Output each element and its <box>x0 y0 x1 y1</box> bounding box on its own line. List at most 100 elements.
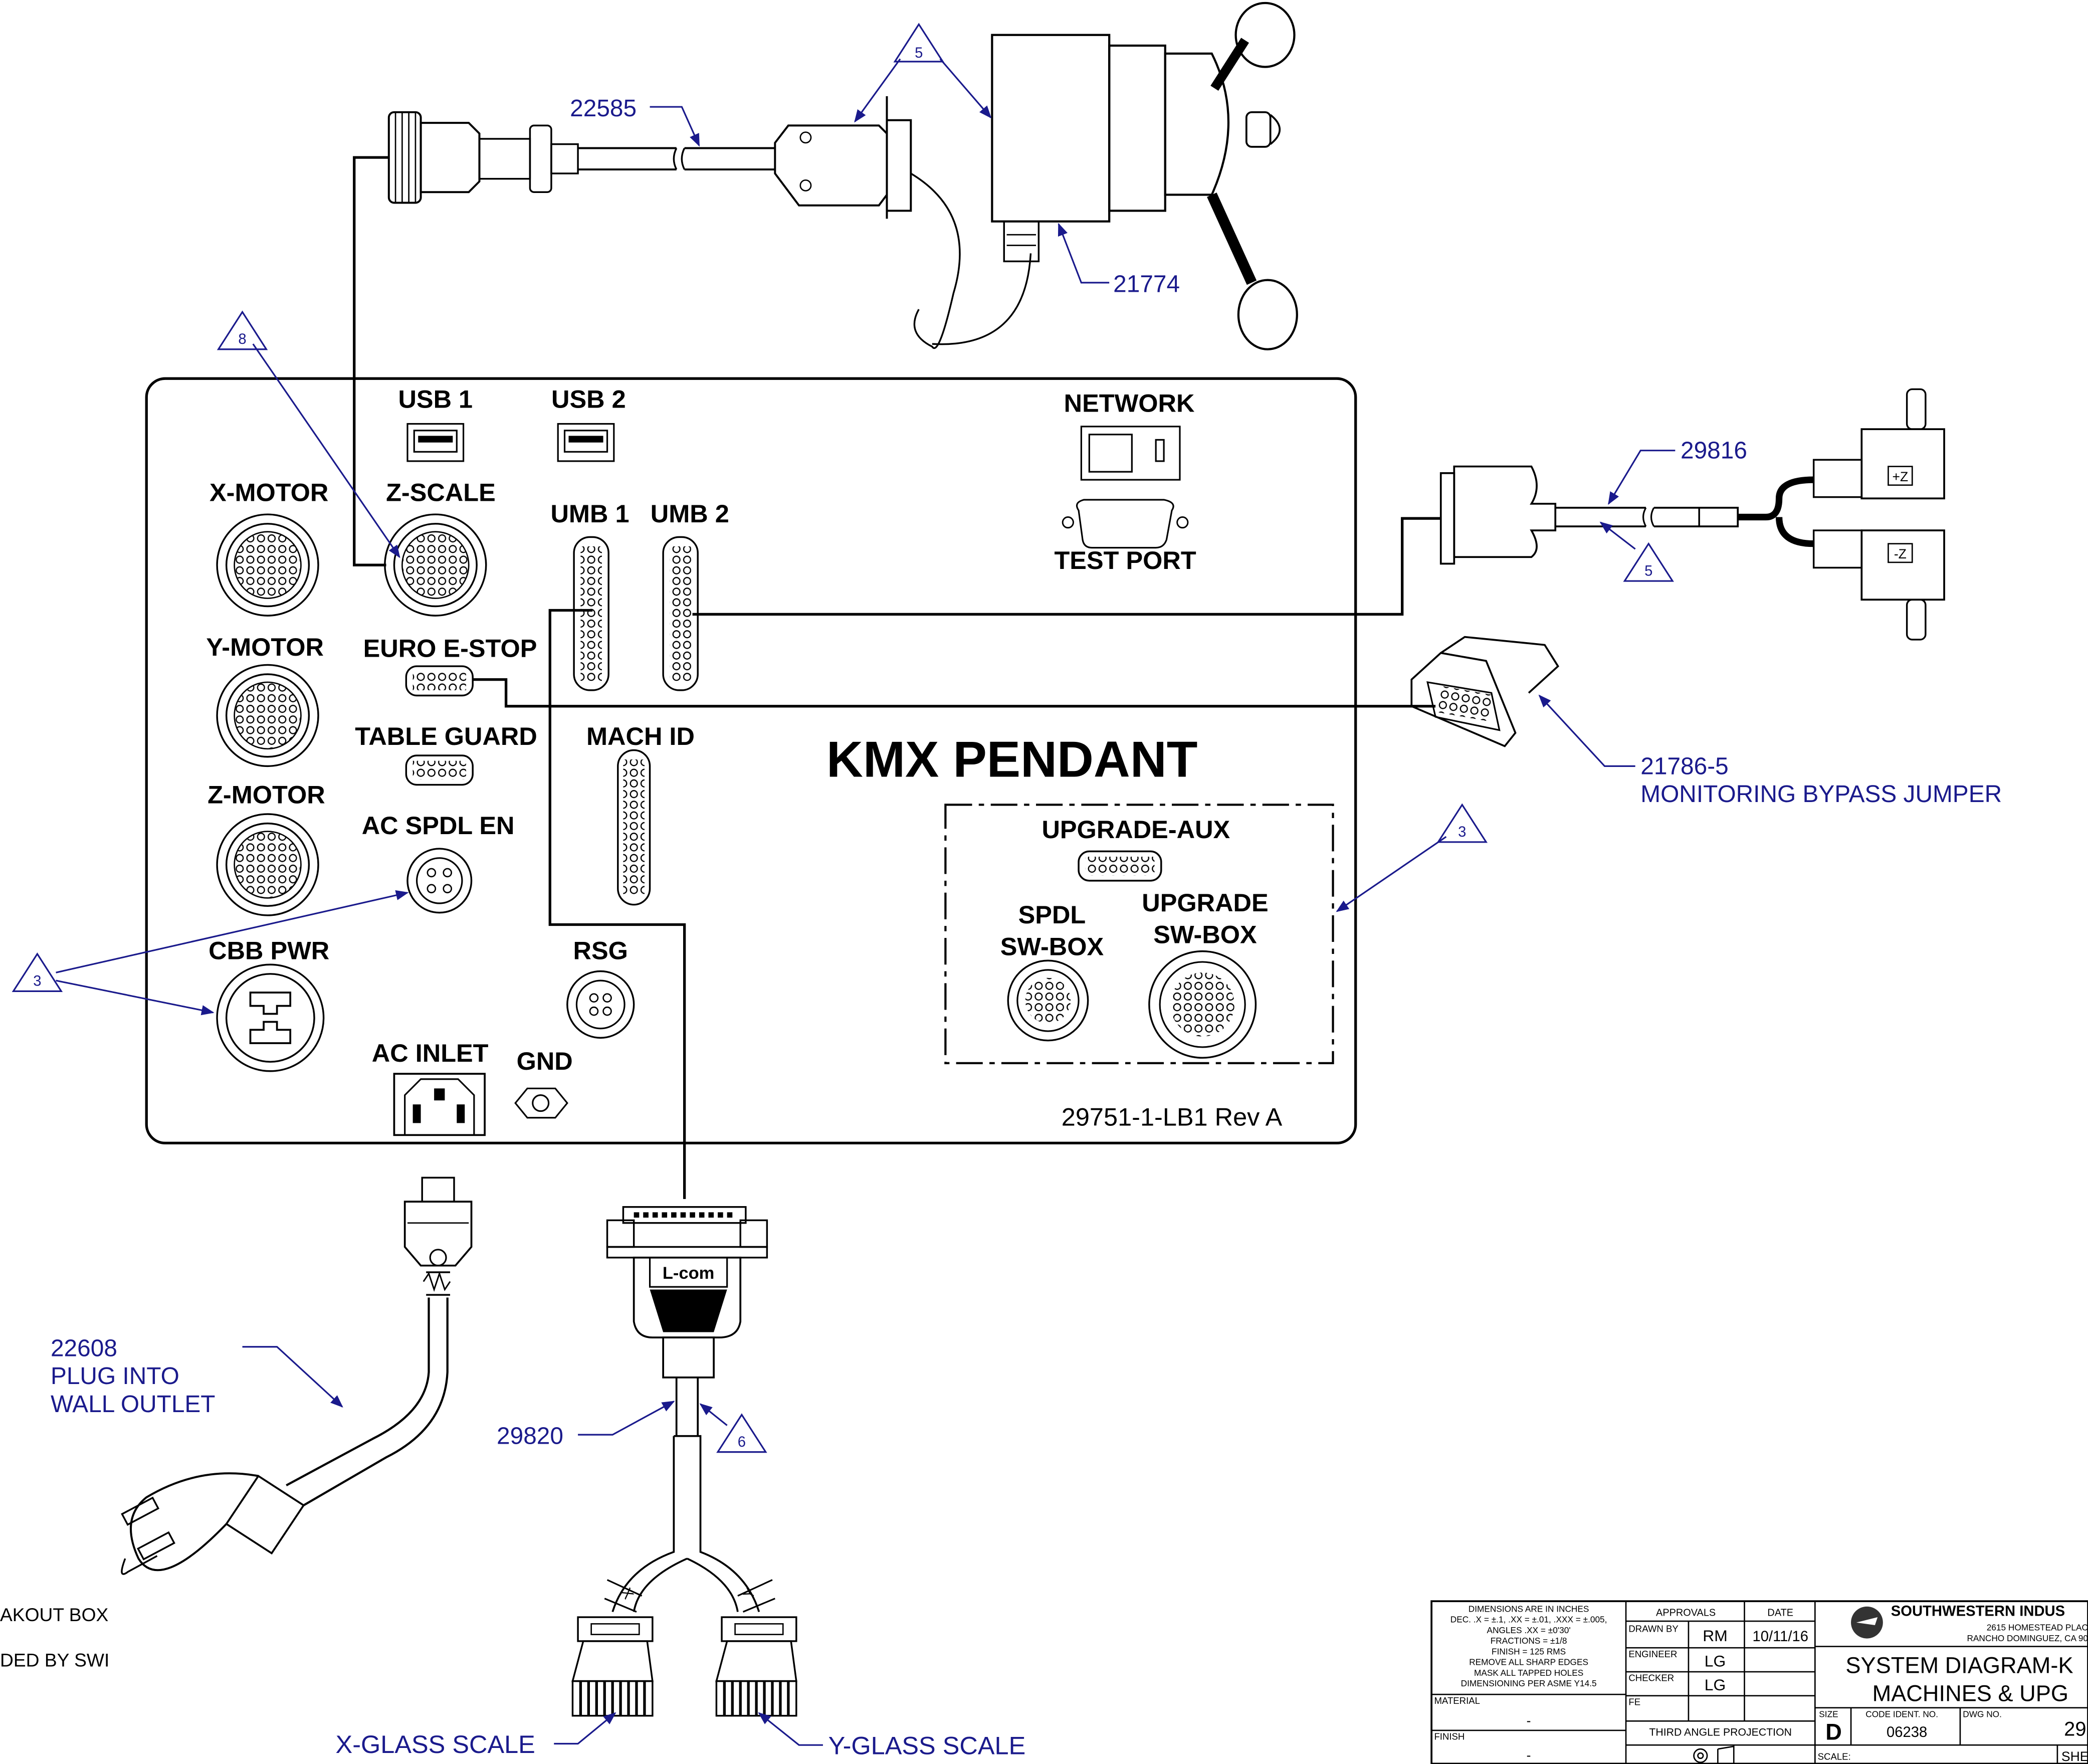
usb1-label: USB 1 <box>398 385 473 414</box>
umb1-connector[interactable]: UMB 1 <box>550 499 630 691</box>
plus-z-label: +Z <box>1893 469 1909 484</box>
drawing-title-1: SYSTEM DIAGRAM-K <box>1845 1653 2073 1678</box>
tol-5: FINISH = 125 RMS <box>1492 1646 1566 1656</box>
company-logo-icon <box>1851 1606 1883 1639</box>
rsg-connector[interactable]: RSG <box>566 936 635 1039</box>
handwheel-pendant-21774: 21774 <box>991 2 1298 350</box>
mach-id-connector[interactable]: MACH ID <box>586 722 695 906</box>
pendant-cable-22585: 22585 <box>387 95 1032 349</box>
size-label: SIZE <box>1819 1709 1838 1719</box>
sheet-label: SHE <box>2061 1749 2088 1764</box>
bypass-jumper-21786-5: 21786-5 MONITORING BYPASS JUMPER <box>1410 636 2002 808</box>
z-scale-label: Z-SCALE <box>386 478 496 507</box>
umb1-label: UMB 1 <box>550 499 629 528</box>
x-motor-connector[interactable]: X-MOTOR <box>210 478 328 617</box>
callout-29820: 29820 <box>497 1423 563 1450</box>
usb1-port[interactable]: USB 1 <box>398 385 473 462</box>
euro-estop-label: EURO E-STOP <box>363 634 537 662</box>
approvals-header: APPROVALS <box>1656 1607 1716 1618</box>
ac-spdl-en-connector[interactable]: AC SPDL EN <box>362 811 515 914</box>
checker-value: LG <box>1705 1676 1726 1694</box>
company-name: SOUTHWESTERN INDUS <box>1891 1603 2065 1619</box>
ac-inlet-label: AC INLET <box>372 1039 489 1067</box>
callout-y-glass-scale: Y-GLASS SCALE <box>828 1731 1026 1760</box>
tol-1: DIMENSIONS ARE IN INCHES <box>1469 1604 1589 1614</box>
cable-lines <box>353 156 1441 1199</box>
flag-5-right: 5 <box>1599 521 1674 582</box>
upgrade-swbox-connector[interactable] <box>1148 950 1257 1059</box>
table-guard-connector[interactable]: TABLE GUARD <box>355 722 537 786</box>
upgrade-aux-connector[interactable] <box>1078 850 1162 882</box>
test-port[interactable]: TEST PORT <box>1054 499 1196 574</box>
z-motor-label: Z-MOTOR <box>207 780 325 809</box>
callout-wall-outlet: WALL OUTLET <box>51 1391 216 1418</box>
y-motor-connector[interactable]: Y-MOTOR <box>206 633 324 767</box>
network-port[interactable]: NETWORK <box>1064 389 1195 481</box>
tol-8: DIMENSIONING PER ASME Y14.5 <box>1461 1678 1597 1688</box>
cbb-pwr-connector[interactable]: CBB PWR <box>208 936 329 1072</box>
engineer-label: ENGINEER <box>1628 1649 1677 1659</box>
flag-3-right: 3 <box>1336 803 1488 912</box>
gnd-terminal[interactable]: GND <box>514 1047 573 1119</box>
date-value: 10/11/16 <box>1752 1629 1808 1645</box>
material-value: - <box>1527 1713 1531 1728</box>
callout-bypass-jumper: MONITORING BYPASS JUMPER <box>1640 781 2002 808</box>
company-address-1: 2615 HOMESTEAD PLAC <box>1987 1623 2088 1633</box>
spdl-swbox-connector[interactable] <box>1007 959 1089 1042</box>
note-2: DED BY SWI <box>0 1649 109 1670</box>
cbb-pwr-label: CBB PWR <box>208 936 329 965</box>
upgrade-swbox-label-1: UPGRADE <box>1142 888 1268 917</box>
code-ident-value: 06238 <box>1887 1724 1927 1740</box>
usb2-port[interactable]: USB 2 <box>551 385 626 462</box>
splitter-cable-29820: L-com X Y 29820 X-GLASS SCALE Y-GLASS SC… <box>336 1206 1026 1760</box>
flag-3-left: 3 <box>12 890 409 1016</box>
drawn-by-value: RM <box>1703 1627 1728 1645</box>
material-label: MATERIAL <box>1434 1695 1480 1706</box>
callout-plug-into: PLUG INTO <box>51 1363 179 1390</box>
callout-22585: 22585 <box>570 95 637 122</box>
euro-estop-connector[interactable]: EURO E-STOP <box>363 634 537 697</box>
minus-z-label: -Z <box>1894 546 1907 561</box>
panel-title: KMX PENDANT <box>826 732 1197 788</box>
callout-21774: 21774 <box>1113 271 1180 297</box>
mach-id-label: MACH ID <box>586 722 695 750</box>
rsg-label: RSG <box>573 936 628 965</box>
finish-value: - <box>1527 1747 1531 1762</box>
tol-7: MASK ALL TAPPED HOLES <box>1474 1668 1583 1678</box>
umb2-connector[interactable]: UMB 2 <box>651 499 729 691</box>
flag-3-right-number: 3 <box>1458 824 1466 840</box>
code-ident-label: CODE IDENT. NO. <box>1865 1709 1938 1719</box>
x-motor-label: X-MOTOR <box>210 478 328 507</box>
title-block: DIMENSIONS ARE IN INCHES DEC. .X = ±.1, … <box>1430 1600 2088 1764</box>
tol-2: DEC. .X = ±.1, .XX = ±.01, .XXX = ±.005, <box>1450 1615 1607 1625</box>
y-motor-label: Y-MOTOR <box>206 633 324 661</box>
z-motor-connector[interactable]: Z-MOTOR <box>207 780 325 916</box>
ac-inlet[interactable]: AC INLET <box>372 1039 489 1136</box>
tol-3: ANGLES .XX = ±0'30' <box>1487 1625 1571 1635</box>
z-scale-connector[interactable]: Z-SCALE <box>384 478 496 617</box>
flag-5-right-number: 5 <box>1644 563 1652 579</box>
tol-6: REMOVE ALL SHARP EDGES <box>1469 1657 1588 1667</box>
callout-x-glass-scale: X-GLASS SCALE <box>336 1730 535 1758</box>
company-address-2: RANCHO DOMINGUEZ, CA 90 <box>1967 1633 2088 1643</box>
network-label: NETWORK <box>1064 389 1195 418</box>
panel-part-label: 29751-1-LB1 Rev A <box>1062 1103 1283 1131</box>
spdl-swbox-label-1: SPDL <box>1018 900 1086 929</box>
kmx-pendant-panel: KMX PENDANT 29751-1-LB1 Rev A <box>145 377 1357 1144</box>
upgrade-swbox-label-2: SW-BOX <box>1153 920 1257 949</box>
dwg-no-label: DWG NO. <box>1963 1709 2002 1719</box>
date-header: DATE <box>1767 1607 1793 1618</box>
note-1: AKOUT BOX <box>0 1604 108 1625</box>
flag-8-number: 8 <box>238 331 246 347</box>
drawing-title-2: MACHINES & UPG <box>1872 1680 2068 1706</box>
callout-22608: 22608 <box>51 1335 117 1361</box>
test-port-label: TEST PORT <box>1054 546 1196 574</box>
spdl-swbox-label-2: SW-BOX <box>1000 932 1104 961</box>
x-mark: X <box>617 1586 636 1602</box>
drawn-by-label: DRAWN BY <box>1628 1623 1678 1634</box>
engineer-value: LG <box>1705 1652 1726 1670</box>
upgrade-option-box: UPGRADE-AUX SPDL SW-BOX UPGRADE SW-BOX <box>944 804 1334 1064</box>
flag-3-left-number: 3 <box>33 973 41 990</box>
callout-21786-5: 21786-5 <box>1640 753 1728 779</box>
